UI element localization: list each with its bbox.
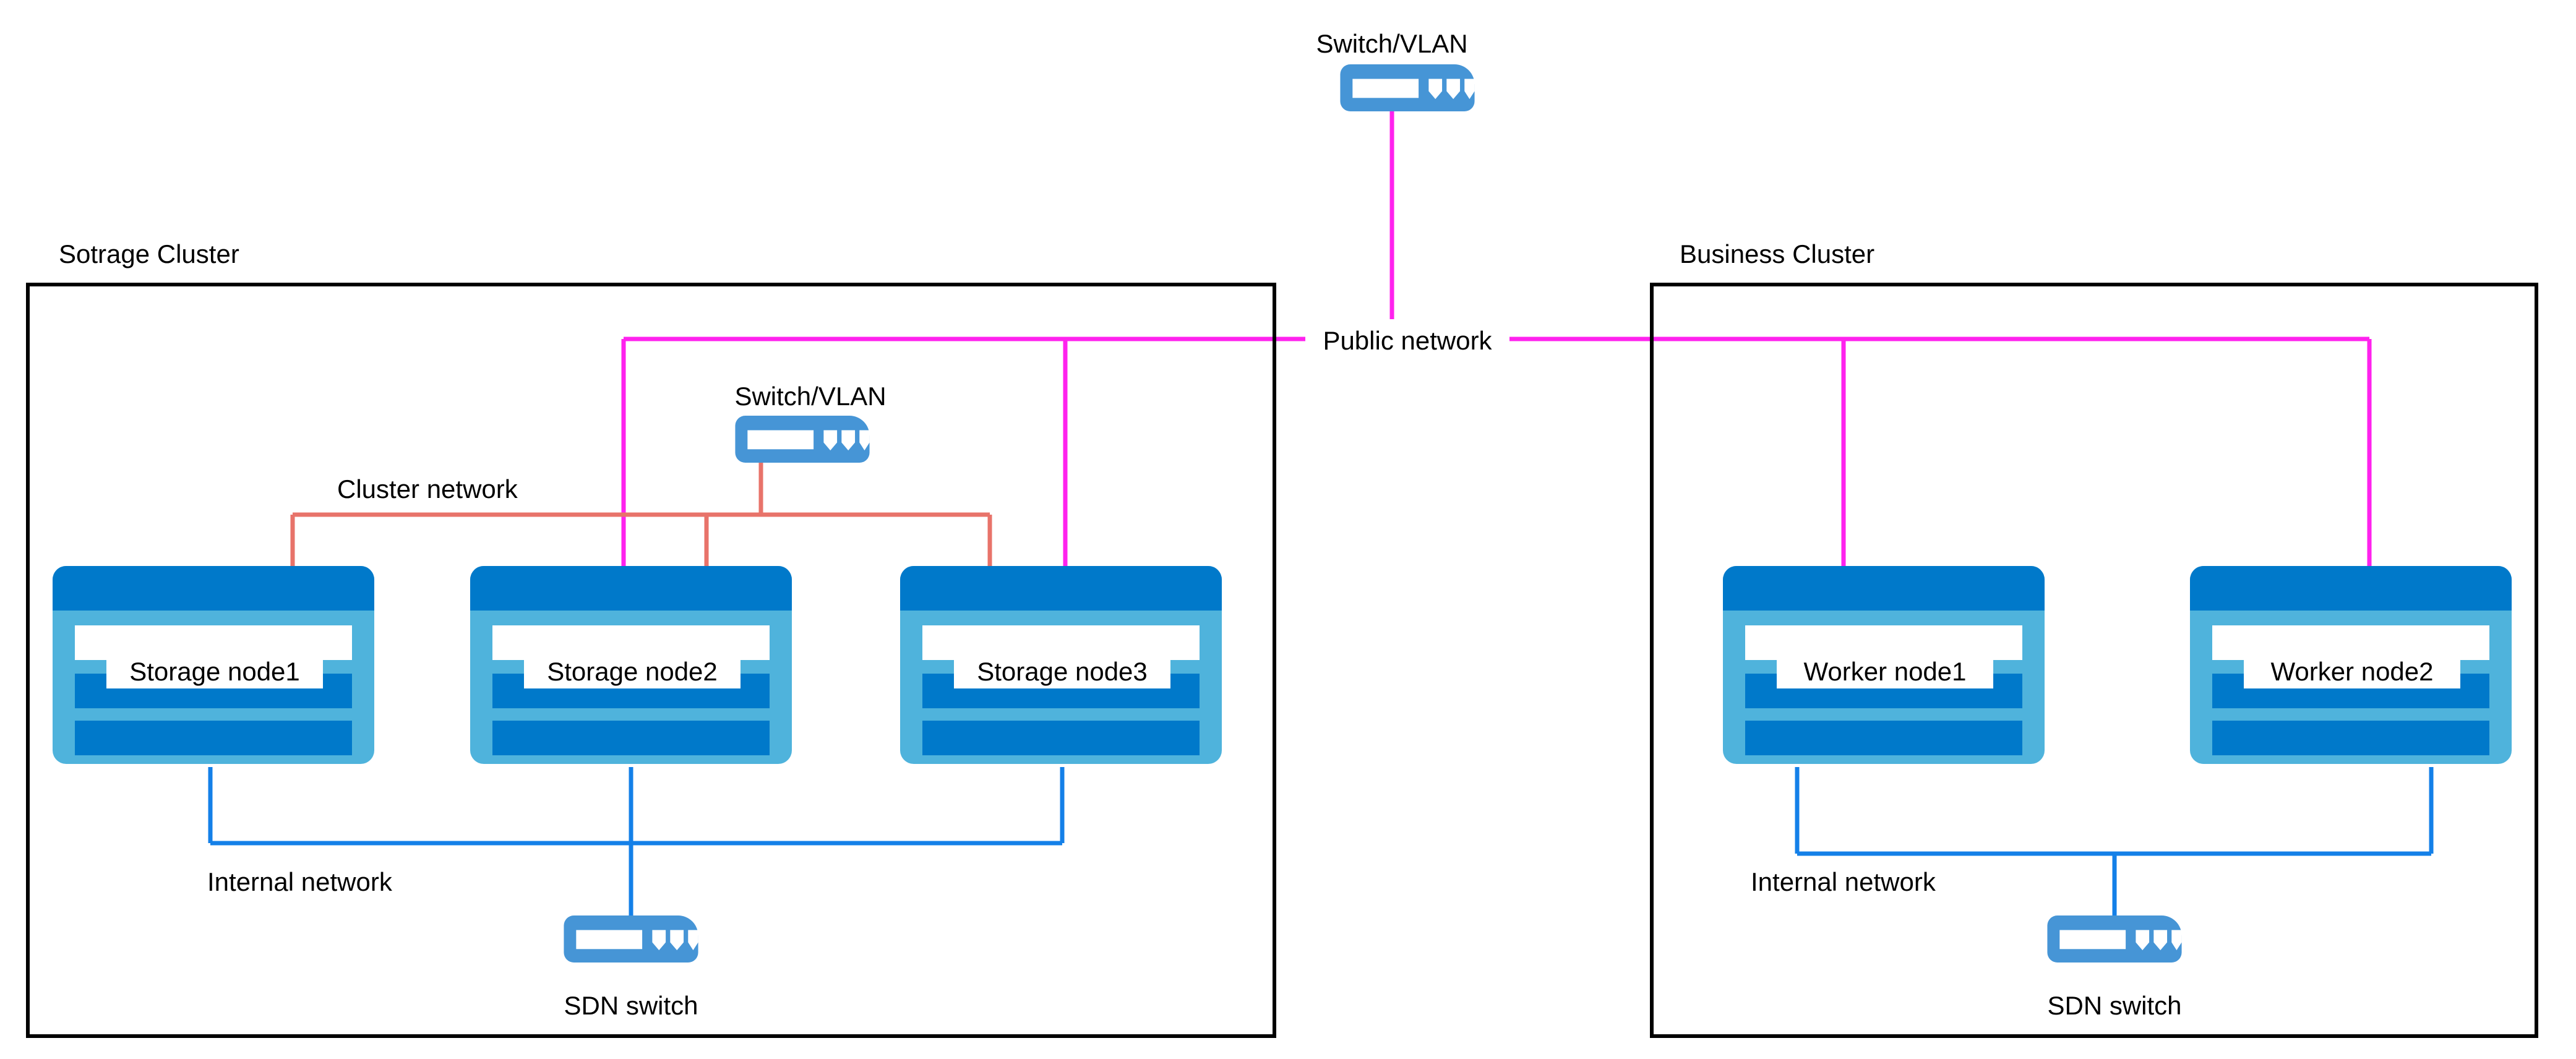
business-internal-network-label: Internal network [1751,867,1936,896]
worker-node-1[interactable]: Worker node1 [1723,566,2045,764]
storage-node-1[interactable]: Storage node1 [53,566,374,764]
storage-sdn-switch-label: SDN switch [564,991,698,1020]
storage-node-2[interactable]: Storage node2 [470,566,792,764]
storage-node-3-label: Storage node3 [977,657,1148,686]
storage-cluster-switch[interactable]: Switch/VLAN [734,382,887,463]
storage-internal-network-label: Internal network [207,867,393,896]
storage-cluster-title: Sotrage Cluster [59,239,239,268]
public-network-label-backdrop [1305,319,1509,358]
worker-node-2[interactable]: Worker node2 [2190,566,2512,764]
cluster-network-label: Cluster network [337,474,518,504]
business-sdn-switch-label: SDN switch [2047,991,2181,1020]
storage-node-3[interactable]: Storage node3 [900,566,1222,764]
top-switch-label: Switch/VLAN [1316,29,1467,58]
top-switch[interactable]: Switch/VLAN [1316,29,1475,111]
public-network-label: Public network [1323,326,1492,355]
business-cluster-title: Business Cluster [1680,239,1874,268]
worker-node-2-label-backdrop [2244,653,2460,688]
network-switch-icon[interactable] [2047,915,2182,963]
network-switch-icon[interactable] [1340,64,1475,111]
storage-node-2-label: Storage node2 [547,657,718,686]
storage-node-3-label-backdrop [954,653,1170,688]
network-switch-icon[interactable] [564,915,698,963]
worker-node-1-label: Worker node1 [1803,657,1966,686]
public-network-label-group: Public network [1305,319,1509,358]
worker-node-1-label-backdrop [1777,653,1993,688]
network-switch-icon[interactable] [735,416,870,463]
storage-switch-label: Switch/VLAN [734,382,886,411]
storage-cluster-boundary [26,283,1276,1038]
business-sdn-switch[interactable]: SDN switch [2047,915,2182,1020]
business-cluster-boundary [1650,283,2538,1038]
storage-node-1-label-backdrop [106,653,323,688]
storage-node-1-label: Storage node1 [129,657,300,686]
storage-node-2-label-backdrop [524,653,741,688]
worker-node-2-label: Worker node2 [2270,657,2433,686]
storage-sdn-switch[interactable]: SDN switch [564,915,698,1020]
